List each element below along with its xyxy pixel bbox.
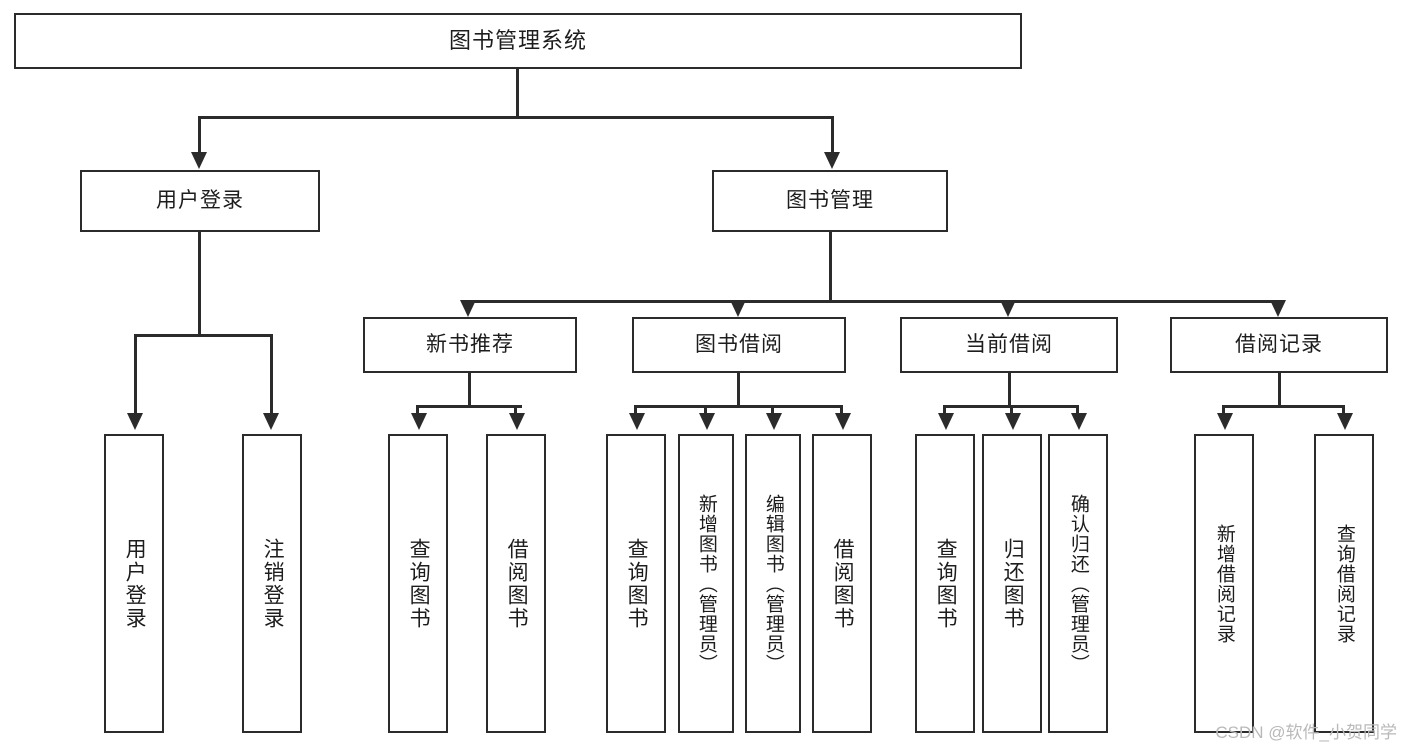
- arrow-down-icon: [1005, 413, 1021, 430]
- leaf-add-borrow-record[interactable]: 新增借阅记录: [1194, 434, 1254, 733]
- connector-book-manage-bar: [467, 300, 1279, 303]
- node-book-management[interactable]: 图书管理: [712, 170, 948, 232]
- arrow-down-icon: [509, 413, 525, 430]
- connector-user-login-bar: [134, 334, 272, 337]
- node-new-book-recommend[interactable]: 新书推荐: [363, 317, 577, 373]
- connector-root-to-book-manage: [831, 116, 834, 153]
- arrow-down-icon: [835, 413, 851, 430]
- arrow-down-icon: [766, 413, 782, 430]
- node-borrow-record[interactable]: 借阅记录: [1170, 317, 1388, 373]
- leaf-user-login[interactable]: 用户登录: [104, 434, 164, 733]
- connector-cb-child-2: [1010, 405, 1013, 415]
- connector-cb-stem: [1008, 373, 1011, 408]
- arrow-down-icon: [411, 413, 427, 430]
- leaf-user-logout[interactable]: 注销登录: [242, 434, 302, 733]
- arrow-down-icon: [1000, 300, 1016, 317]
- arrow-down-icon: [263, 413, 279, 430]
- connector-bb-child-1: [634, 405, 637, 415]
- node-current-borrow[interactable]: 当前借阅: [900, 317, 1118, 373]
- connector-root-bar: [198, 116, 834, 119]
- connector-br-child-2: [1342, 405, 1345, 415]
- leaf-query-book-current[interactable]: 查询图书: [915, 434, 975, 733]
- connector-cb-child-3: [1076, 405, 1079, 415]
- connector-bb-bar: [634, 405, 842, 408]
- leaf-query-book-borrow[interactable]: 查询图书: [606, 434, 666, 733]
- leaf-borrow-book[interactable]: 借阅图书: [812, 434, 872, 733]
- connector-user-login-child-1: [134, 334, 137, 414]
- leaf-confirm-return-admin[interactable]: 确认归还（管理员）: [1048, 434, 1108, 733]
- arrow-down-icon: [824, 152, 840, 169]
- connector-nbr-bar: [416, 405, 522, 408]
- connector-user-login-child-2: [270, 334, 273, 414]
- connector-br-bar: [1222, 405, 1344, 408]
- leaf-add-book-admin[interactable]: 新增图书（管理员）: [678, 434, 734, 733]
- connector-root-to-user-login: [198, 116, 201, 153]
- connector-nbr-child-2: [514, 405, 517, 415]
- connector-br-stem: [1278, 373, 1281, 408]
- connector-book-manage-stem: [829, 232, 832, 303]
- leaf-return-book[interactable]: 归还图书: [982, 434, 1042, 733]
- connector-root-stem: [516, 69, 519, 116]
- leaf-query-book-recommend[interactable]: 查询图书: [388, 434, 448, 733]
- arrow-down-icon: [1270, 300, 1286, 317]
- arrow-down-icon: [629, 413, 645, 430]
- arrow-down-icon: [460, 300, 476, 317]
- arrow-down-icon: [730, 300, 746, 317]
- arrow-down-icon: [699, 413, 715, 430]
- connector-bb-stem: [737, 373, 740, 408]
- arrow-down-icon: [1217, 413, 1233, 430]
- connector-br-child-1: [1222, 405, 1225, 415]
- leaf-edit-book-admin[interactable]: 编辑图书（管理员）: [745, 434, 801, 733]
- connector-user-login-stem: [198, 232, 201, 337]
- connector-bb-child-2: [704, 405, 707, 415]
- csdn-watermark: CSDN @软件_小贺同学: [1215, 723, 1397, 742]
- arrow-down-icon: [127, 413, 143, 430]
- connector-cb-child-1: [943, 405, 946, 415]
- leaf-borrow-book-recommend[interactable]: 借阅图书: [486, 434, 546, 733]
- node-root-book-management-system[interactable]: 图书管理系统: [14, 13, 1022, 69]
- connector-nbr-child-1: [416, 405, 419, 415]
- connector-nbr-stem: [468, 373, 471, 408]
- node-user-login[interactable]: 用户登录: [80, 170, 320, 232]
- arrow-down-icon: [191, 152, 207, 169]
- arrow-down-icon: [1337, 413, 1353, 430]
- connector-bb-child-4: [840, 405, 843, 415]
- connector-bb-child-3: [771, 405, 774, 415]
- arrow-down-icon: [938, 413, 954, 430]
- node-book-borrow[interactable]: 图书借阅: [632, 317, 846, 373]
- arrow-down-icon: [1071, 413, 1087, 430]
- leaf-query-borrow-record[interactable]: 查询借阅记录: [1314, 434, 1374, 733]
